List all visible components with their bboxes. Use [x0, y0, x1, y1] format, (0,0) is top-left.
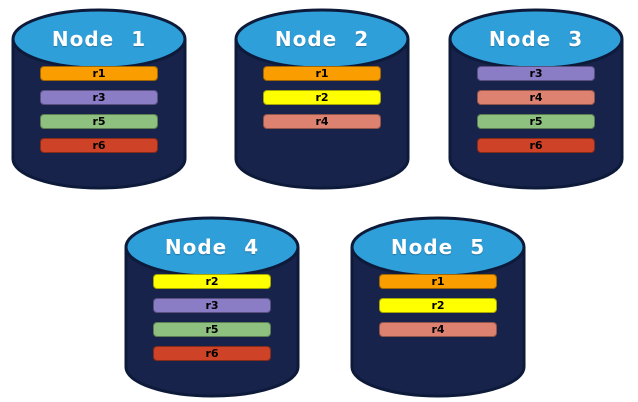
replica-label: r4 [315, 115, 329, 128]
replica-label: r6 [529, 139, 543, 152]
node-cylinder: Node 3 r3 r4 r5 r6 [447, 6, 625, 192]
replica-label: r3 [92, 91, 106, 104]
replica-label: r3 [205, 299, 219, 312]
replica-label: r2 [315, 91, 329, 104]
replica-bar: r5 [153, 322, 271, 337]
node-title: Node 4 [164, 235, 260, 259]
replica-list: r1 r2 r4 [349, 274, 527, 337]
replica-bar: r3 [477, 66, 595, 81]
replica-bar: r3 [40, 90, 158, 105]
replica-bar: r4 [477, 90, 595, 105]
replica-label: r2 [431, 299, 445, 312]
node-title: Node 5 [390, 235, 486, 259]
replica-bar: r1 [263, 66, 381, 81]
replica-label: r5 [529, 115, 543, 128]
node-title: Node 2 [274, 27, 370, 51]
replica-bar: r2 [263, 90, 381, 105]
replica-bar: r2 [379, 298, 497, 313]
replica-list: r2 r3 r5 r6 [123, 274, 301, 361]
replica-label: r1 [92, 67, 106, 80]
replica-label: r1 [315, 67, 329, 80]
node-title: Node 1 [51, 27, 147, 51]
node-title: Node 3 [488, 27, 584, 51]
replica-list: r1 r2 r4 [233, 66, 411, 129]
replica-label: r5 [92, 115, 106, 128]
replica-bar: r5 [477, 114, 595, 129]
replica-bar: r1 [40, 66, 158, 81]
replica-bar: r5 [40, 114, 158, 129]
replica-label: r2 [205, 275, 219, 288]
replica-bar: r3 [153, 298, 271, 313]
node-cylinder: Node 2 r1 r2 r4 [233, 6, 411, 192]
node-cylinder: Node 5 r1 r2 r4 [349, 214, 527, 400]
replica-bar: r6 [477, 138, 595, 153]
replica-bar: r6 [153, 346, 271, 361]
replica-label: r5 [205, 323, 219, 336]
replica-label: r4 [431, 323, 445, 336]
replica-bar: r1 [379, 274, 497, 289]
replica-bar: r2 [153, 274, 271, 289]
node-cylinder: Node 4 r2 r3 r5 r6 [123, 214, 301, 400]
node-cylinder: Node 1 r1 r3 r5 r6 [10, 6, 188, 192]
replica-label: r3 [529, 67, 543, 80]
replica-bar: r4 [379, 322, 497, 337]
replica-label: r6 [205, 347, 219, 360]
replica-label: r4 [529, 91, 543, 104]
replica-bar: r6 [40, 138, 158, 153]
replica-list: r3 r4 r5 r6 [447, 66, 625, 153]
replica-bar: r4 [263, 114, 381, 129]
replica-label: r1 [431, 275, 445, 288]
replica-label: r6 [92, 139, 106, 152]
replica-list: r1 r3 r5 r6 [10, 66, 188, 153]
